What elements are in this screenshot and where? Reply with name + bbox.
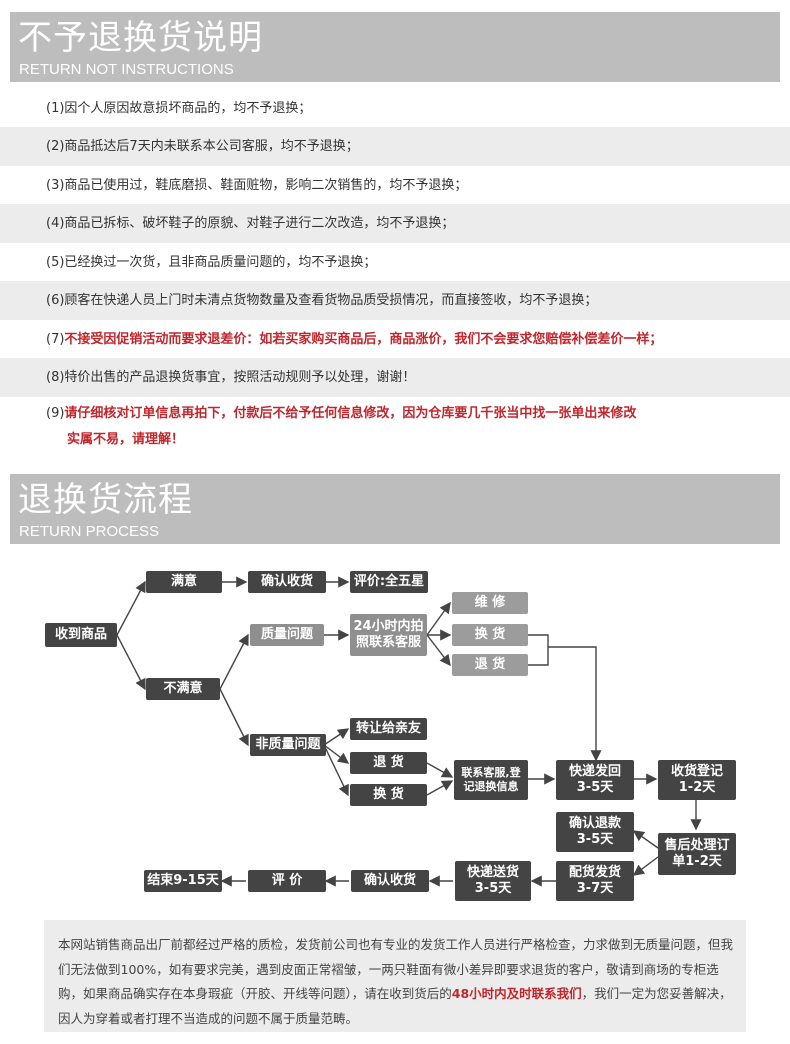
flow-non-quality-issue: 非质量问题 [250, 734, 326, 756]
section-title-zh: 退换货流程 [18, 480, 193, 520]
rule-item: (1)因个人原因故意损坏商品的，均不予退换； [46, 101, 312, 116]
section-header-return-process: 退换货流程 RETURN PROCESS [10, 474, 780, 544]
flow-photo-contact: 24小时内拍照联系客服 [350, 614, 427, 656]
flow-rate-five-stars: 评价:全五星 [350, 571, 428, 593]
rule-item: (6)顾客在快递人员上门时未清点货物数量及查看货物品质受损情况，而直接签收，均不… [0, 281, 790, 320]
flow-end: 结束9-15天 [144, 870, 222, 892]
flow-return-non-quality: 退 货 [350, 752, 427, 774]
flow-confirm-receipt: 确认收货 [248, 571, 326, 593]
flow-contact-cs: 联系客服,登记退换信息 [454, 760, 528, 800]
flow-return: 退 货 [452, 654, 528, 676]
flow-received: 收到商品 [45, 623, 117, 647]
flow-repair: 维 修 [452, 592, 528, 614]
flow-after-sales: 售后处理订单1-2天 [658, 833, 736, 875]
flow-exchange-non-quality: 换 货 [350, 784, 427, 806]
rule-item: (4)商品已拆标、破坏鞋子的原貌、对鞋子进行二次改造，均不予退换； [0, 204, 790, 243]
flow-unsatisfied: 不满意 [146, 678, 220, 700]
rule-item: (3)商品已使用过，鞋底磨损、鞋面赃物，影响二次销售的，均不予退换； [46, 178, 468, 193]
quality-notice: 本网站销售商品出厂前都经过严格的质检，发货前公司也有专业的发货工作人员进行严格检… [44, 920, 746, 1032]
notice-highlight: 48小时内及时联系我们 [451, 986, 582, 1001]
flow-confirm-receipt-final: 确认收货 [351, 870, 429, 892]
rule-item: (2)商品抵达后7天内未联系本公司客服，均不予退换； [0, 127, 790, 166]
flow-transfer-to-friends: 转让给亲友 [350, 718, 427, 740]
section-title-en: RETURN NOT INSTRUCTIONS [19, 61, 234, 78]
section-title-en: RETURN PROCESS [19, 523, 160, 540]
rule-item-highlight: (7)不接受因促销活动而要求退差价：如若买家购买商品后，商品涨价，我们不会要求您… [46, 332, 663, 347]
rule-item: (8)特价出售的产品退换货事宜，按照活动规则予以处理，谢谢！ [0, 358, 790, 397]
section-title-zh: 不予退换货说明 [18, 18, 263, 58]
flowchart-connectors [116, 576, 702, 887]
flow-rate: 评 价 [248, 870, 326, 892]
rule-item: (5)已经换过一次货，且非商品质量问题的，均不予退换； [46, 255, 377, 270]
section-header-no-return: 不予退换货说明 RETURN NOT INSTRUCTIONS [10, 12, 780, 82]
flow-satisfied: 满意 [146, 571, 222, 593]
rule-item-highlight: (9)请仔细核对订单信息再拍下，付款后不给予任何信息修改，因为仓库要几千张当中找… [46, 406, 637, 447]
flow-exchange: 换 货 [452, 624, 528, 646]
flow-quality-issue: 质量问题 [250, 624, 324, 646]
